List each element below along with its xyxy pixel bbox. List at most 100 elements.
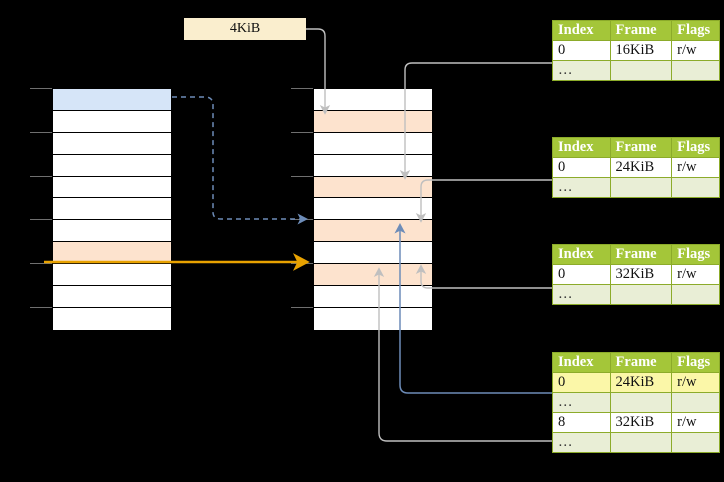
- cell-flags: [671, 284, 720, 305]
- cell-index: 0: [552, 40, 611, 61]
- virtual-page-row-8: [53, 264, 171, 287]
- physical-memory-column: [313, 88, 433, 330]
- cell-index: …: [552, 432, 611, 453]
- cell-frame: 32KiB: [609, 264, 673, 285]
- column-header-index: Index: [552, 137, 611, 158]
- cell-frame: 16KiB: [609, 40, 673, 61]
- physical-frame-row-2: [314, 132, 432, 155]
- physical-frame-tick-6: [291, 219, 313, 221]
- virtual-page-row-3: [53, 154, 171, 177]
- cell-frame: 24KiB: [609, 372, 673, 393]
- cell-frame: [609, 284, 673, 305]
- physical-frame-tick-10: [291, 307, 313, 308]
- table-row: …: [552, 432, 720, 453]
- cell-flags: [671, 432, 720, 453]
- column-header-flags: Flags: [671, 20, 720, 41]
- physical-frame-row-4: [314, 176, 432, 199]
- cell-frame: [609, 60, 673, 81]
- virtual-page-tick-8: [30, 263, 52, 265]
- physical-frame-tick-2: [291, 131, 313, 133]
- physical-frame-row-1: [314, 110, 432, 133]
- cell-flags: [671, 177, 720, 198]
- table-row: …: [552, 177, 720, 198]
- column-header-frame: Frame: [609, 20, 673, 41]
- cell-index: 0: [552, 264, 611, 285]
- column-header-frame: Frame: [609, 244, 673, 265]
- physical-frame-row-0: [314, 89, 432, 111]
- cell-flags: [671, 60, 720, 81]
- column-header-index: Index: [552, 352, 611, 373]
- cell-frame: [609, 177, 673, 198]
- physical-frame-row-3: [314, 154, 432, 177]
- virtual-page-row-10: [53, 307, 171, 330]
- physical-frame-tick-4: [291, 175, 313, 177]
- virtual-page-tick-6: [30, 219, 52, 221]
- cell-index: …: [552, 284, 611, 305]
- cell-flags: r/w: [671, 264, 720, 285]
- size-label-text: 4KiB: [229, 21, 261, 36]
- virtual-page-row-2: [53, 132, 171, 155]
- column-header-index: Index: [552, 20, 611, 41]
- column-header-flags: Flags: [671, 244, 720, 265]
- cell-flags: [671, 392, 720, 413]
- cell-index: …: [552, 60, 611, 81]
- virtual-page-tick-2: [30, 131, 52, 133]
- cell-index: 8: [552, 412, 611, 433]
- physical-frame-row-10: [314, 307, 432, 330]
- wire-table3-to-frame: [415, 264, 552, 289]
- cell-frame: 32KiB: [609, 412, 673, 433]
- cell-index: …: [552, 392, 611, 413]
- column-header-index: Index: [552, 244, 611, 265]
- virtual-page-row-0: [53, 89, 171, 111]
- cell-index: 0: [552, 372, 611, 393]
- table-row: …: [552, 392, 720, 413]
- physical-frame-row-9: [314, 286, 432, 308]
- cell-flags: r/w: [671, 372, 720, 393]
- column-header-frame: Frame: [609, 137, 673, 158]
- cell-flags: r/w: [671, 412, 720, 433]
- column-header-frame: Frame: [609, 352, 673, 373]
- physical-frame-row-5: [314, 198, 432, 221]
- cell-frame: [609, 392, 673, 413]
- physical-frame-tick-0: [291, 88, 313, 89]
- wire-virtual-page-to-frame-dashed: [172, 96, 309, 225]
- wire-table2-to-frame: [415, 179, 552, 223]
- cell-frame: [609, 432, 673, 453]
- virtual-page-row-1: [53, 110, 171, 133]
- table-row: …: [552, 284, 720, 305]
- virtual-address-column: [52, 88, 172, 330]
- virtual-page-row-4: [53, 176, 171, 199]
- column-header-flags: Flags: [671, 137, 720, 158]
- physical-frame-row-6: [314, 220, 432, 243]
- physical-frame-tick-8: [291, 263, 313, 265]
- table-row: …: [552, 60, 720, 81]
- virtual-page-row-9: [53, 286, 171, 308]
- virtual-page-row-5: [53, 198, 171, 221]
- cell-index: 0: [552, 157, 611, 178]
- virtual-page-row-6: [53, 220, 171, 243]
- virtual-page-tick-4: [30, 175, 52, 177]
- physical-frame-row-7: [314, 242, 432, 265]
- cell-flags: r/w: [671, 40, 720, 61]
- virtual-page-tick-10: [30, 307, 52, 308]
- cell-flags: r/w: [671, 157, 720, 178]
- virtual-page-row-7: [53, 242, 171, 265]
- column-header-flags: Flags: [671, 352, 720, 373]
- cell-frame: 24KiB: [609, 157, 673, 178]
- size-label: 4KiB: [184, 18, 306, 40]
- virtual-page-tick-0: [30, 88, 52, 89]
